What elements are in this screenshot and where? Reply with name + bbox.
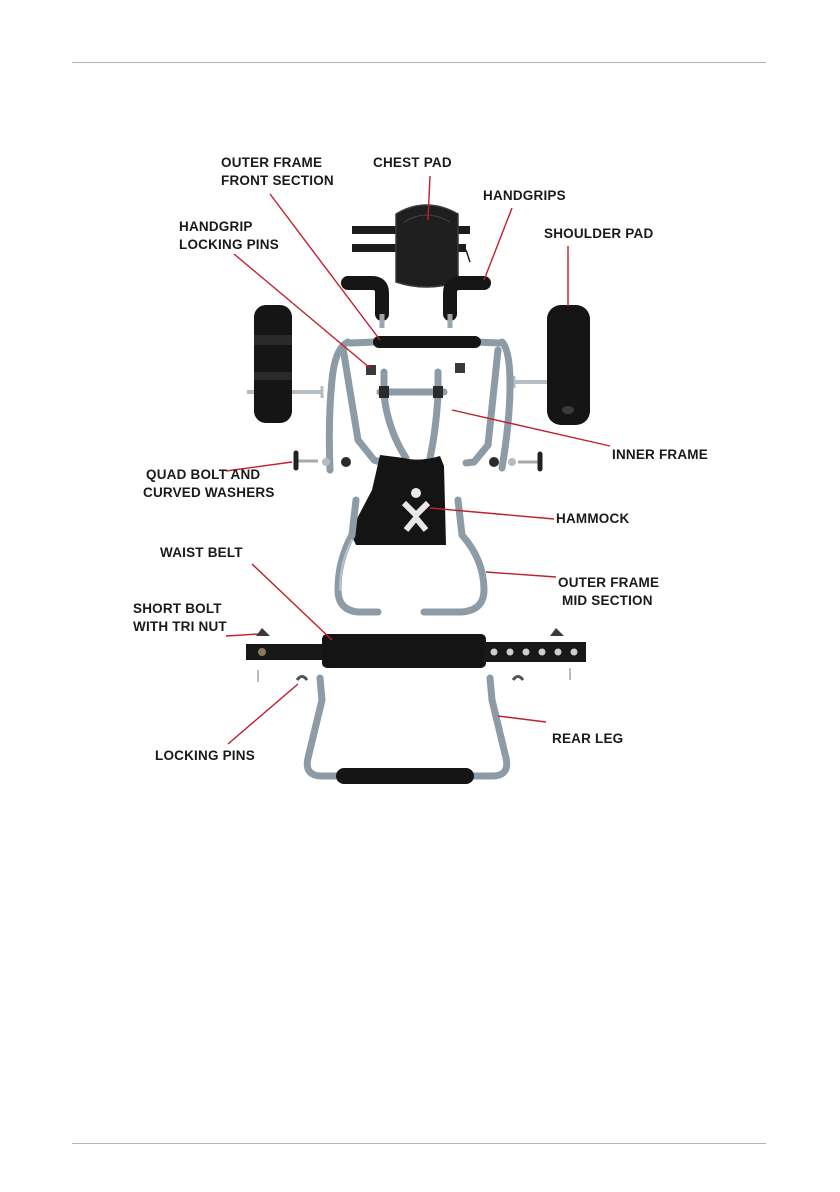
- label-shoulder-pad: SHOULDER PAD: [544, 226, 653, 241]
- label-locking-pins: LOCKING PINS: [155, 748, 255, 763]
- label-short-bolt-line2: WITH TRI NUT: [133, 619, 227, 634]
- label-outer-frame-front-line1: OUTER FRAME: [221, 155, 322, 170]
- leader-handgrips: [484, 208, 512, 280]
- label-handgrips: HANDGRIPS: [483, 188, 566, 203]
- rear-leg-part: [307, 678, 506, 784]
- label-quad-bolt-line1: QUAD BOLT AND: [146, 467, 260, 482]
- inner-frame-part: [379, 372, 444, 458]
- leader-waist-belt: [252, 564, 332, 640]
- label-inner-frame: INNER FRAME: [612, 447, 708, 462]
- label-chest-pad: CHEST PAD: [373, 155, 452, 170]
- waist-belt-part: [246, 634, 586, 668]
- label-outer-frame-mid-line1: OUTER FRAME: [558, 575, 659, 590]
- label-rear-leg: REAR LEG: [552, 731, 623, 746]
- handgrips-part: [348, 283, 484, 328]
- label-handgrip-locking-pins-line2: LOCKING PINS: [179, 237, 279, 252]
- label-outer-frame-front-line2: FRONT SECTION: [221, 173, 334, 188]
- chest-pad-part: [352, 205, 470, 287]
- leader-short-bolt: [226, 634, 258, 636]
- leader-hammock: [430, 508, 554, 519]
- leader-locking-pins: [228, 684, 298, 744]
- label-handgrip-locking-pins-line1: HANDGRIP: [179, 219, 253, 234]
- label-waist-belt: WAIST BELT: [160, 545, 243, 560]
- leader-outer-frame-mid: [486, 572, 556, 577]
- label-quad-bolt-line2: CURVED WASHERS: [143, 485, 275, 500]
- right-shoulder-pad-part: [512, 305, 590, 425]
- label-hammock: HAMMOCK: [556, 511, 629, 526]
- hammock-part: [350, 455, 446, 545]
- label-short-bolt-line1: SHORT BOLT: [133, 601, 222, 616]
- leader-rear-leg: [498, 716, 546, 722]
- label-outer-frame-mid-line2: MID SECTION: [562, 593, 653, 608]
- left-shoulder-pad-part: [247, 305, 322, 423]
